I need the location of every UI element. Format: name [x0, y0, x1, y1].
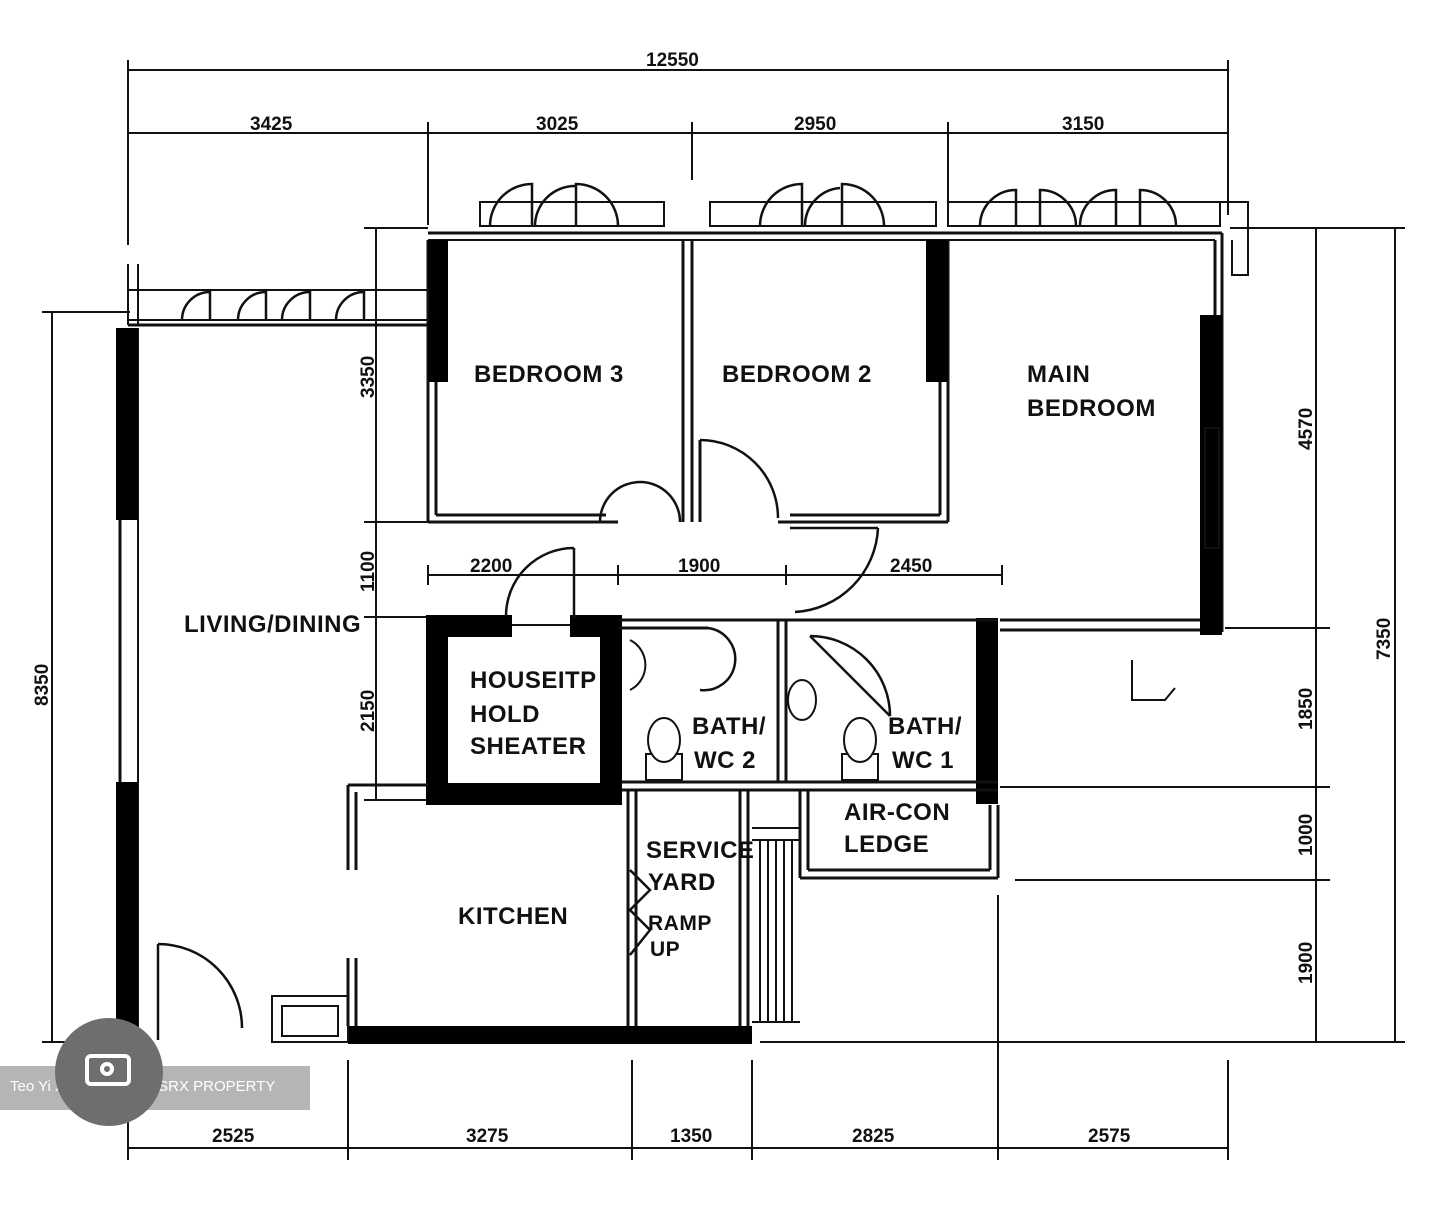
dim-right-inner-3: 1000 — [1296, 814, 1317, 856]
dim-corridor-3: 2450 — [890, 556, 932, 577]
label-bath-wc-1-line1: BATH/ — [888, 713, 962, 740]
dim-bottom-3: 1350 — [670, 1126, 712, 1147]
dim-top-total: 12550 — [646, 50, 699, 71]
dim-top-4: 3150 — [1062, 114, 1104, 135]
watermark-logo — [55, 1018, 163, 1126]
dim-bottom-2: 3275 — [466, 1126, 509, 1147]
label-service-yard-line2: YARD — [648, 869, 716, 896]
label-aircon-ledge-line2: LEDGE — [844, 831, 929, 858]
doors — [156, 438, 892, 1043]
label-bedroom-2: BEDROOM 2 — [722, 361, 872, 388]
label-bedroom-3: BEDROOM 3 — [474, 361, 624, 388]
label-ramp-line1: RAMP — [648, 912, 712, 935]
dim-right-inner-2: 1850 — [1296, 688, 1317, 730]
dim-inner-left-2: 1100 — [358, 551, 379, 592]
dim-right-inner-1: 4570 — [1296, 408, 1317, 450]
label-living-dining: LIVING/DINING — [184, 611, 361, 638]
dim-top-1: 3425 — [250, 114, 293, 135]
window-bays — [127, 182, 1249, 549]
label-service-yard-line1: SERVICE — [646, 837, 754, 864]
dim-inner-left-1: 3350 — [358, 356, 379, 398]
dimension-lines — [42, 60, 1405, 1160]
label-bath-wc-2-line1: BATH/ — [692, 713, 766, 740]
dim-top-3: 2950 — [794, 114, 836, 135]
walls — [116, 231, 1224, 1044]
dimension-labels: 12550 3425 3025 2950 3150 2200 1900 2450… — [32, 50, 1395, 1147]
camera-logo-icon — [85, 1054, 131, 1086]
dim-left-total: 8350 — [32, 664, 53, 706]
label-household-shelter-line3: SHEATER — [470, 733, 586, 760]
label-bath-wc-2-line2: WC 2 — [694, 747, 756, 774]
label-main-bedroom-line2: BEDROOM — [1027, 395, 1156, 422]
label-household-shelter-line1: HOUSEITP — [470, 667, 597, 694]
bathroom-fixtures — [629, 639, 1176, 781]
dim-inner-left-3: 2150 — [358, 690, 379, 732]
label-ramp-line2: UP — [650, 938, 680, 961]
label-aircon-ledge-line1: AIR-CON — [844, 799, 950, 826]
dim-corridor-2: 1900 — [678, 556, 720, 577]
room-labels: BEDROOM 3 BEDROOM 2 MAIN BEDROOM LIVING/… — [184, 361, 1156, 961]
dim-right-inner-4: 1900 — [1296, 942, 1317, 984]
label-household-shelter-line2: HOLD — [470, 701, 540, 728]
dim-bottom-5: 2575 — [1088, 1126, 1131, 1147]
dim-top-2: 3025 — [536, 114, 579, 135]
label-main-bedroom-line1: MAIN — [1027, 361, 1090, 388]
dim-right-outer: 7350 — [1374, 618, 1395, 660]
dim-bottom-4: 2825 — [852, 1126, 895, 1147]
label-bath-wc-1-line2: WC 1 — [892, 747, 954, 774]
dim-corridor-1: 2200 — [470, 556, 512, 577]
label-kitchen: KITCHEN — [458, 903, 568, 930]
dim-bottom-1: 2525 — [212, 1126, 255, 1147]
